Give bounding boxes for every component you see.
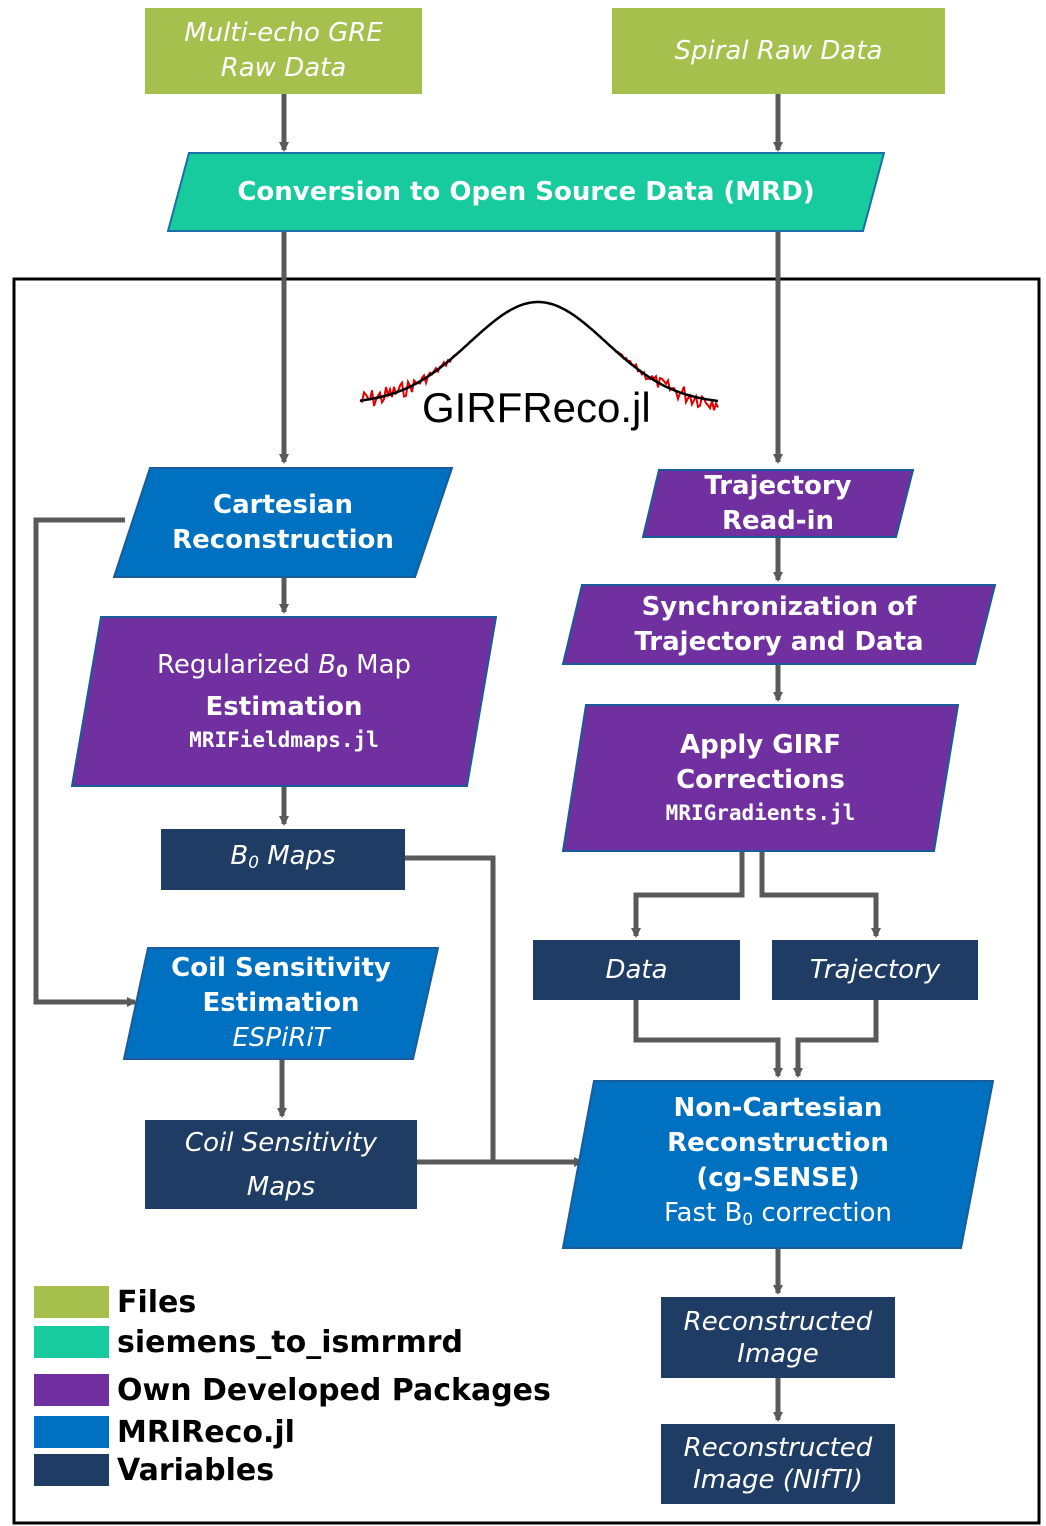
b0-estimation-line2: Estimation: [205, 691, 363, 722]
legend-swatch-own-packages: [34, 1374, 109, 1406]
noncart-line3: (cg-SENSE): [696, 1163, 860, 1194]
arrow-trajectory-to-noncartesian: [793, 1000, 879, 1078]
traj-read-line2: Read-in: [721, 505, 835, 536]
recon-img-line1: Reconstructed: [683, 1306, 873, 1337]
noncart-line4: Fast B0 correction: [663, 1198, 892, 1230]
legend-item-mrireco: MRIReco.jl: [34, 1414, 295, 1450]
noncartesian-reconstruction-node: Non-Cartesian Reconstruction (cg-SENSE) …: [562, 1080, 994, 1249]
package-frame: [12, 277, 1041, 1525]
sync-line1: Synchronization of: [641, 591, 917, 622]
sync-line2: Trajectory and Data: [634, 626, 924, 657]
recon-nifti-line1: Reconstructed: [683, 1433, 873, 1463]
coil-est-line3: ESPiRiT: [232, 1023, 330, 1053]
gre-raw-data-node: Multi-echo GRE Raw Data: [145, 8, 422, 94]
legend-label-variables: Variables: [117, 1452, 275, 1488]
traj-read-line1: Trajectory: [704, 470, 852, 501]
legend-swatch-variables: [34, 1454, 109, 1486]
legend-label-own-packages: Own Developed Packages: [117, 1372, 551, 1408]
girf-logo-curve: [359, 300, 719, 411]
legend-label-siemens: siemens_to_ismrmrd: [117, 1324, 463, 1360]
girf-line2: Corrections: [676, 765, 845, 795]
coil-est-line2: Estimation: [202, 988, 360, 1018]
legend-label-files: Files: [117, 1284, 197, 1320]
b0-maps-label: B0 Maps: [230, 840, 336, 873]
data-node: Data: [533, 940, 740, 1000]
legend-item-files: Files: [34, 1284, 196, 1320]
noncart-line2: Reconstruction: [667, 1128, 889, 1159]
noncart-line1: Non-Cartesian: [673, 1093, 883, 1124]
spiral-raw-data-node: Spiral Raw Data: [612, 8, 945, 94]
recon-img-line2: Image: [737, 1338, 819, 1369]
synchronization-node: Synchronization of Trajectory and Data: [562, 584, 996, 665]
cartesian-line1: Cartesian: [213, 489, 353, 520]
line-b0-maps-to-noncartesian: [405, 855, 496, 1162]
girf-line1: Apply GIRF: [679, 730, 842, 760]
b0-map-estimation-node: Regularized B0 Map Estimation MRIFieldma…: [71, 616, 497, 787]
arrow-cartesian-to-coil-estimation: [33, 517, 137, 1007]
conversion-node: Conversion to Open Source Data (MRD): [167, 152, 885, 232]
girf-package: MRIGradients.jl: [665, 801, 856, 825]
coil-est-line1: Coil Sensitivity: [171, 953, 391, 983]
cartesian-line2: Reconstruction: [172, 524, 394, 555]
b0-maps-node: B0 Maps: [161, 829, 405, 890]
spiral-raw-line1: Spiral Raw Data: [674, 35, 883, 66]
recon-nifti-line2: Image (NIfTI): [693, 1465, 863, 1495]
coil-maps-line1: Coil Sensitivity: [184, 1127, 378, 1158]
legend-label-mrireco: MRIReco.jl: [117, 1414, 295, 1450]
trajectory-label: Trajectory: [809, 954, 941, 985]
arrow-girf-to-trajectory: [759, 852, 881, 938]
legend-swatch-files: [34, 1286, 109, 1318]
legend-item-own-packages: Own Developed Packages: [34, 1372, 551, 1408]
b0-estimation-package: MRIFieldmaps.jl: [189, 727, 379, 752]
legend-swatch-mrireco: [34, 1416, 109, 1448]
gre-raw-line2: Raw Data: [220, 53, 347, 83]
trajectory-node: Trajectory: [772, 940, 978, 1000]
girf-logo-smooth: [359, 300, 719, 403]
legend-item-siemens: siemens_to_ismrmrd: [34, 1324, 463, 1360]
diagram-title: GIRFReco.jl: [422, 384, 651, 431]
b0-estimation-line1: Regularized B0 Map: [156, 650, 412, 682]
conversion-line1: Conversion to Open Source Data (MRD): [237, 176, 815, 207]
gre-raw-line1: Multi-echo GRE: [184, 18, 383, 48]
legend-item-variables: Variables: [34, 1452, 274, 1488]
data-label: Data: [605, 954, 668, 985]
legend-swatch-siemens: [34, 1326, 109, 1358]
coil-maps-line2: Maps: [246, 1171, 316, 1202]
arrow-girf-to-data: [631, 852, 745, 938]
arrow-data-to-noncartesian: [633, 1000, 783, 1078]
